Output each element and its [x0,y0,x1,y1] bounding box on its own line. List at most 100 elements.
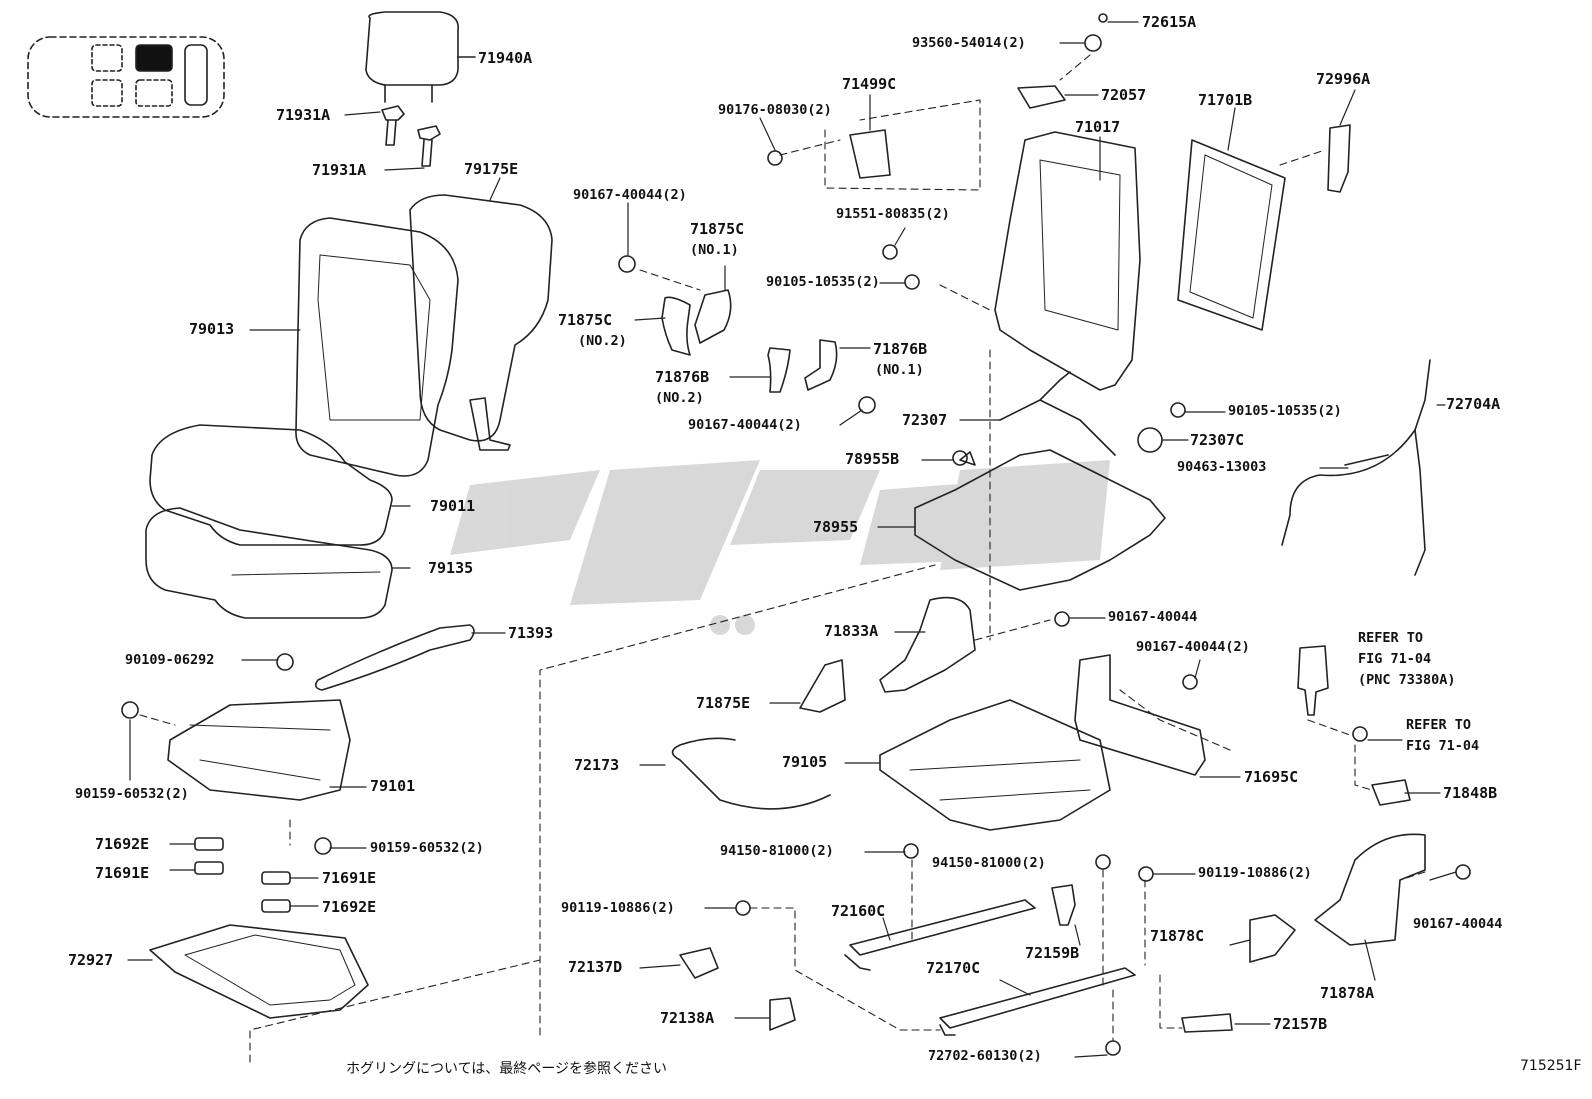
part-number-label: 90105-10535(2) [766,274,880,290]
seat-tray-shape [149,924,369,1019]
part-number-label: 79105 [782,753,828,771]
dashed-alignment-lines [139,54,1426,1063]
part-number-label: 71017 [1075,118,1121,136]
part-number-label: 71701B [1198,91,1253,109]
part-number-label: 72160C [831,902,886,920]
buckle-shape [1297,645,1329,716]
headrest-shape [365,11,476,103]
part-number-label: 90159-60532(2) [75,786,189,802]
part-number-label: 71875C [558,311,613,329]
part-number-label: 79013 [189,320,235,338]
part-number-label: 71876B [655,368,710,386]
side-shield-shape [879,596,976,693]
part-number-label: 72702-60130(2) [928,1048,1042,1064]
part-number-label: 72927 [68,951,114,969]
part-number-label: 78955 [813,518,859,536]
footnote: ホグリングについては、最終ページを参照ください [346,1061,668,1077]
reference-note: (PNC 73380A) [1358,672,1456,688]
reference-note: REFER TO [1358,630,1424,646]
seat-pan-shape [167,699,351,801]
seat-adjuster-shape [879,699,1111,831]
part-number-label: 72307 [902,411,948,429]
part-number-label: 72057 [1101,86,1147,104]
rail-cover-shapes [679,947,796,1031]
part-number-label: 72138A [660,1009,715,1027]
figure-number: 715251F [1520,1058,1582,1074]
headrest-support-shapes [381,105,441,167]
latch-shape [1327,124,1351,193]
part-number-label: 71876B [873,340,928,358]
part-number-label: 94150-81000(2) [932,855,1046,871]
side-frame-shape [1074,654,1206,776]
part-number-label: (NO.1) [690,242,739,258]
small-cover-shape [799,659,846,713]
seat-rail-shapes [844,899,1136,1036]
part-number-label: 90105-10535(2) [1228,403,1342,419]
stop-plate-shape [1051,884,1076,926]
side-trim-shapes [1249,833,1426,963]
part-number-label: (NO.2) [655,390,704,406]
part-number-label: 72170C [926,959,981,977]
part-number-label: 90167-40044 [1413,916,1503,932]
end-cover-shapes [1181,1013,1233,1033]
seat-location-icon [27,36,225,118]
part-number-label: 71691E [95,864,150,882]
seat-cushion-shapes [145,424,393,619]
part-number-label: 71691E [322,869,377,887]
reference-note: FIG 71-04 [1406,738,1480,754]
part-number-label: 71848B [1443,784,1498,802]
seatback-frame-shape [994,131,1141,391]
part-number-label: 71875E [696,694,751,712]
watermark-graphic [450,460,1110,635]
part-number-label: 71878C [1150,927,1205,945]
part-number-label: 71875C [690,220,745,238]
side-cover-shapes [661,289,838,393]
part-number-label: (NO.2) [578,333,627,349]
part-number-label: 94150-81000(2) [720,843,834,859]
part-number-label: 71833A [824,622,879,640]
part-number-label: 90176-08030(2) [718,102,832,118]
part-number-label: 90463-13003 [1177,459,1267,475]
reference-note: FIG 71-04 [1358,651,1432,667]
part-number-label: 91551-80835(2) [836,206,950,222]
part-number-label: 71931A [312,161,367,179]
part-number-label: 90119-10886(2) [561,900,675,916]
stiffener-bar-shape [314,624,475,691]
part-number-label: 78955B [845,450,900,468]
part-number-label: 90109-06292 [125,652,215,668]
part-number-label: 90119-10886(2) [1198,865,1312,881]
part-number-label: 72173 [574,756,620,774]
part-number-label: (NO.1) [875,362,924,378]
part-number-label: 93560-54014(2) [912,35,1026,51]
part-number-label: 71940A [478,49,533,67]
part-number-label: 71878A [1320,984,1375,1002]
reference-note: REFER TO [1406,717,1472,733]
part-number-label: 71931A [276,106,331,124]
part-number-label: 71499C [842,75,897,93]
part-number-label: 72307C [1190,431,1245,449]
part-number-label: 72615A [1142,13,1197,31]
part-number-label: 71393 [508,624,554,642]
part-number-label: 79011 [430,497,476,515]
cover-cap-shape [1371,779,1411,806]
part-number-label: 72137D [568,958,623,976]
cushion-frame-shape [914,449,1166,591]
part-number-label: 72159B [1025,944,1080,962]
part-number-label: 72704A [1446,395,1501,413]
part-number-label: 72996A [1316,70,1371,88]
part-number-label: 71692E [95,835,150,853]
clip-shapes [194,837,291,913]
part-number-label: 71695C [1244,768,1299,786]
release-cable-shape [1281,359,1431,576]
back-board-shape [1177,139,1286,331]
part-number-label: 90159-60532(2) [370,840,484,856]
leader-lines [127,21,1457,1058]
link-shapes [999,371,1163,456]
part-number-label: 79175E [464,160,519,178]
part-number-label: 72157B [1273,1015,1328,1033]
wire-shape [671,737,831,810]
bracket-shape [849,129,891,179]
part-number-label: 90167-40044(2) [1136,639,1250,655]
lever-shape [1017,85,1066,109]
